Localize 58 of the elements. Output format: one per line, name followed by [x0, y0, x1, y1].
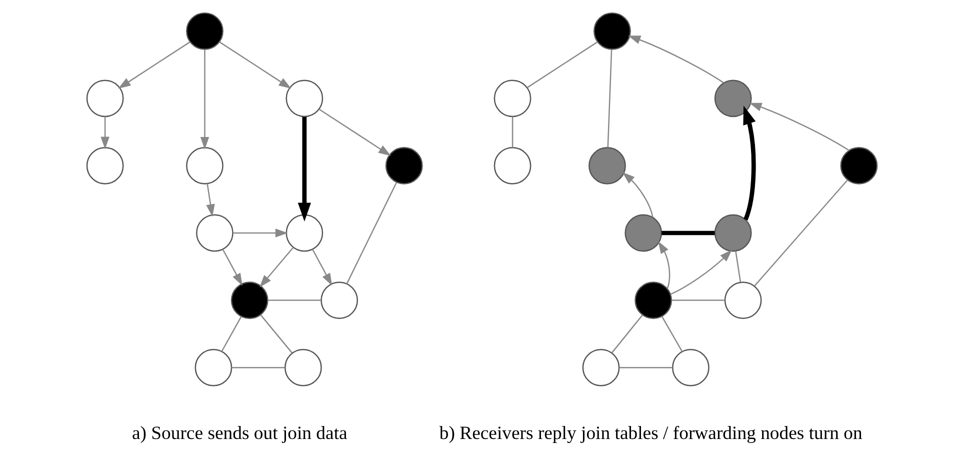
connector	[346, 182, 396, 284]
connector	[671, 300, 724, 301]
arrow	[748, 102, 849, 152]
arrow	[232, 228, 288, 238]
arrow	[297, 116, 310, 222]
arrow	[742, 106, 756, 220]
node-circle	[493, 147, 531, 184]
arrow	[258, 246, 294, 288]
arrow	[118, 41, 190, 89]
node-circle	[320, 282, 358, 319]
node-circle	[714, 80, 752, 118]
connector	[618, 366, 672, 368]
connector	[610, 314, 642, 354]
connector	[754, 180, 848, 286]
node-circle	[624, 214, 662, 252]
arrow	[658, 241, 670, 289]
connector	[220, 316, 242, 352]
node-circle	[186, 147, 223, 184]
arrow	[200, 50, 209, 150]
label: b) Receivers reply join tables / forwarding nodes turn on	[438, 423, 862, 444]
node-circle	[840, 147, 878, 184]
arrow	[318, 108, 390, 156]
connector	[606, 50, 612, 148]
arrow	[670, 250, 732, 295]
arrow	[206, 184, 214, 217]
arrow	[311, 248, 332, 286]
node-circle	[582, 348, 620, 386]
arrow	[622, 172, 653, 218]
connector	[660, 316, 682, 352]
connector	[734, 250, 741, 282]
node-circle	[230, 282, 268, 319]
node-circle	[672, 348, 709, 386]
connector	[260, 314, 292, 354]
node-circle	[284, 348, 322, 386]
node-circle	[285, 80, 323, 118]
connector	[661, 230, 714, 236]
node-circle	[86, 80, 124, 118]
node-circle	[588, 147, 626, 184]
node-circle	[724, 282, 762, 319]
node-circle	[186, 12, 223, 50]
node-circle	[593, 12, 630, 50]
connector	[231, 366, 284, 368]
connector	[511, 116, 513, 148]
connector	[526, 41, 598, 88]
connector	[267, 300, 320, 301]
node-circle	[196, 214, 233, 252]
node-circle	[86, 147, 124, 184]
arrow	[222, 248, 242, 286]
arrow	[218, 41, 291, 89]
arrow	[628, 36, 724, 84]
node-circle	[285, 214, 323, 252]
label: a) Source sends out join data	[131, 423, 347, 444]
node-circle	[194, 348, 232, 386]
arrow	[100, 116, 109, 150]
node-circle	[634, 282, 672, 319]
node-circle	[384, 147, 422, 184]
node-circle	[493, 80, 531, 118]
node-circle	[714, 214, 752, 252]
